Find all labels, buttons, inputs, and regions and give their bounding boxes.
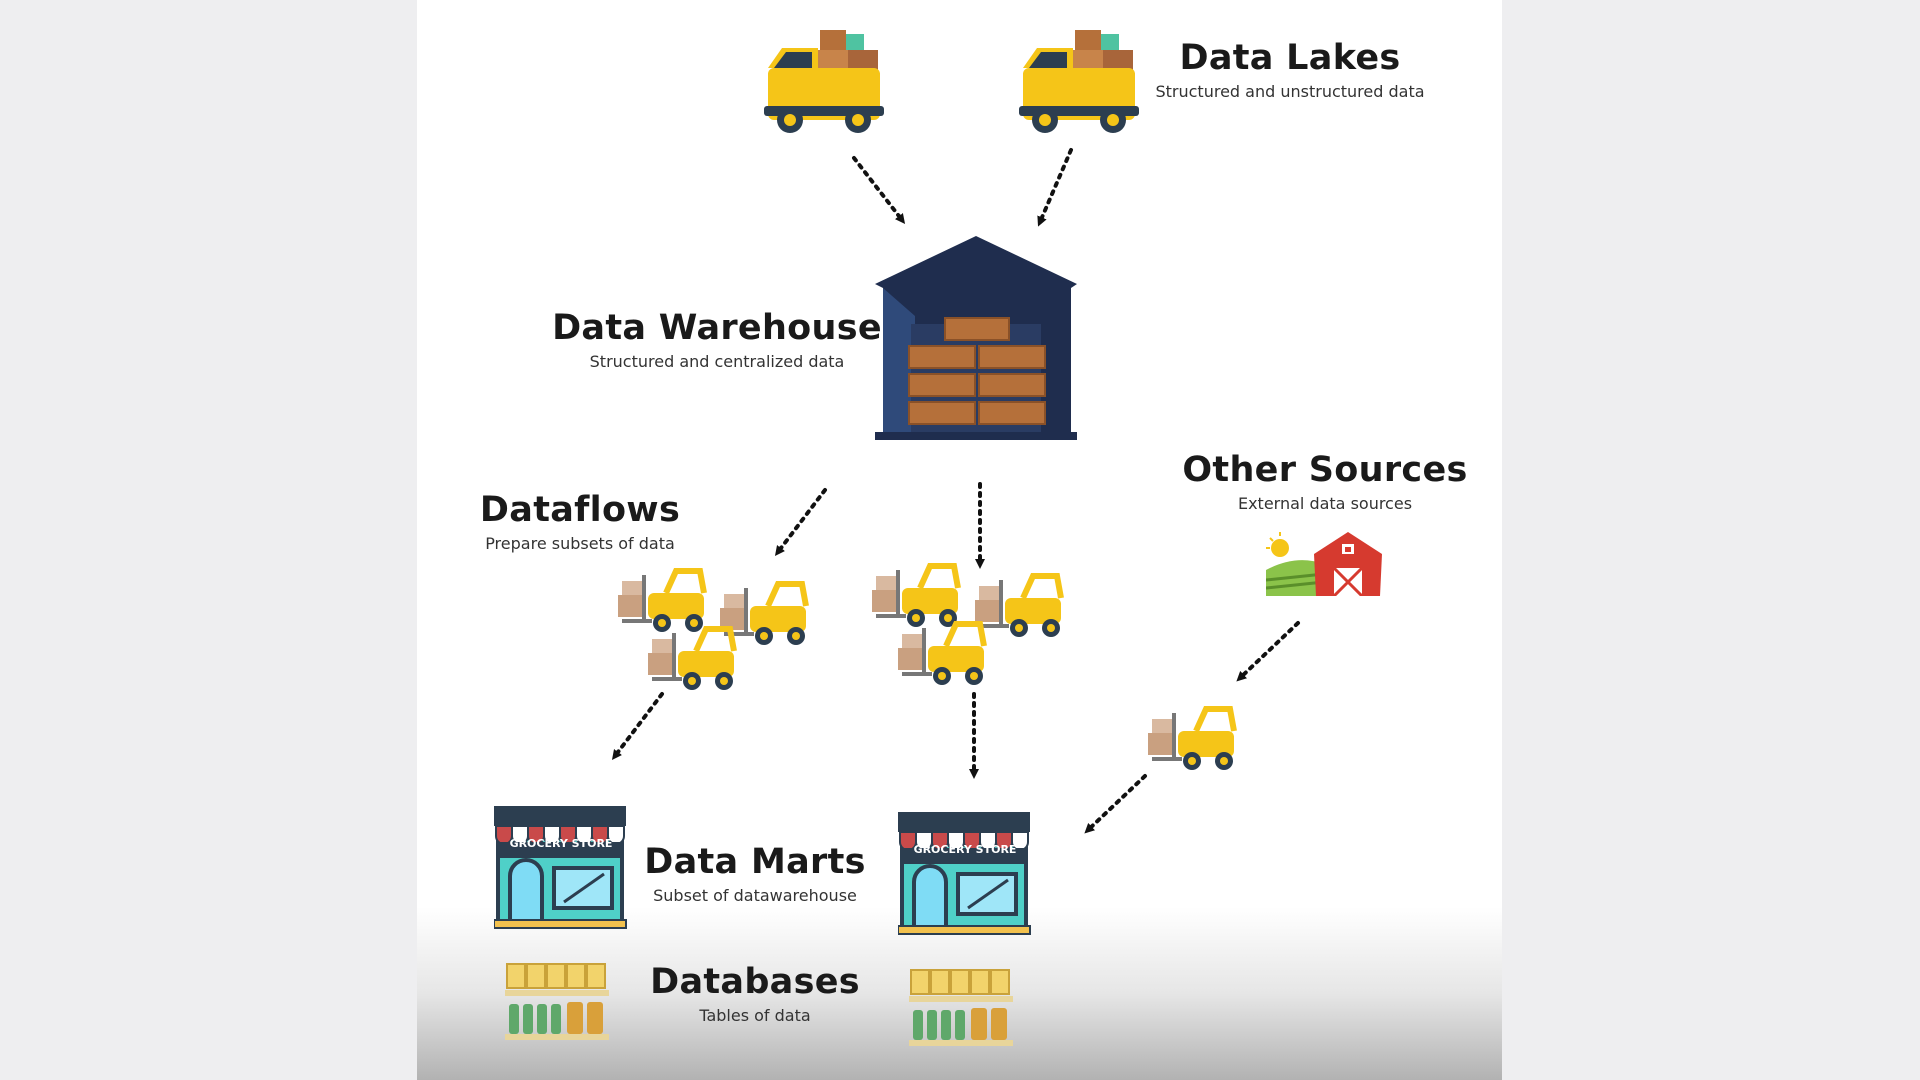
dataflows-label: Dataflows Prepare subsets of data [460, 490, 700, 553]
data-lakes-subtitle: Structured and unstructured data [1155, 82, 1425, 101]
arrow-barn-to-forklift [1236, 621, 1300, 682]
databases-subtitle: Tables of data [699, 1006, 811, 1025]
farm-barn-icon [1266, 532, 1382, 596]
data-lakes-label: Data Lakes Structured and unstructured d… [1150, 38, 1430, 101]
arrow-dataflows-to-mart-left [611, 692, 664, 760]
store-shelf-icon [909, 969, 1014, 1047]
databases-label: Databases Tables of data [630, 962, 880, 1025]
data-warehouse-label: Data Warehouse Structured and centralize… [552, 308, 882, 371]
data-marts-title: Data Marts [644, 842, 866, 882]
data-lakes-title: Data Lakes [1179, 38, 1401, 78]
forklift-icon [898, 620, 988, 688]
arrow-warehouse-to-dataflows-left [774, 488, 827, 556]
forklift-icon [1148, 705, 1238, 773]
store-sign-text: GROCERY STORE [509, 837, 613, 850]
arrow-lake2-to-warehouse [1037, 148, 1073, 227]
store-shelf-icon [505, 963, 610, 1041]
data-marts-label: Data Marts Subset of datawarehouse [640, 842, 870, 905]
other-sources-title: Other Sources [1182, 450, 1468, 490]
warehouse-icon [875, 236, 1077, 440]
dataflows-title: Dataflows [479, 490, 681, 530]
other-sources-subtitle: External data sources [1237, 494, 1413, 513]
data-warehouse-title: Data Warehouse [552, 308, 882, 348]
arrow-forklift-to-mart [1084, 774, 1147, 834]
grocery-store-icon [494, 806, 628, 930]
delivery-truck-icon [1019, 30, 1139, 133]
data-marts-subtitle: Subset of datawarehouse [653, 886, 857, 905]
arrow-lake1-to-warehouse [852, 156, 906, 224]
grocery-store-icon [898, 812, 1032, 936]
delivery-truck-icon [764, 30, 884, 133]
other-sources-label: Other Sources External data sources [1180, 450, 1470, 513]
data-warehouse-subtitle: Structured and centralized data [589, 352, 845, 371]
forklift-icon [648, 625, 738, 693]
dataflows-subtitle: Prepare subsets of data [485, 534, 675, 553]
forklift-icon [975, 572, 1065, 640]
store-sign-text: GROCERY STORE [913, 843, 1017, 856]
databases-title: Databases [650, 962, 860, 1002]
